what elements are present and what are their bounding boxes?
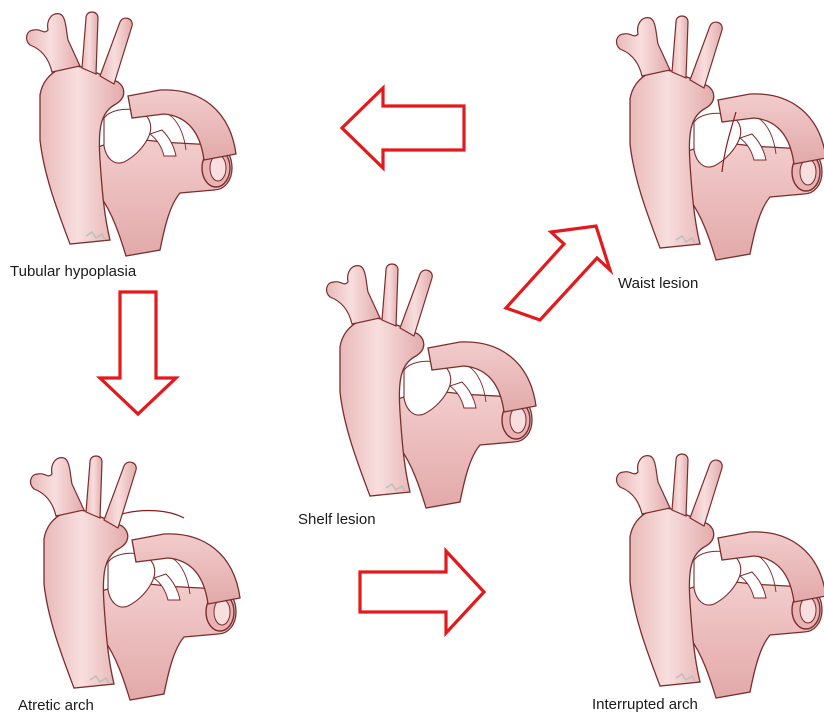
interrupted-arch-illustration xyxy=(617,454,824,698)
label-atretic-arch: Atretic arch xyxy=(18,697,94,714)
label-interrupted-arch: Interrupted arch xyxy=(592,696,698,713)
arrow-to-atretic xyxy=(100,292,176,414)
label-shelf-lesion: Shelf lesion xyxy=(298,511,376,528)
shelf-lesion-illustration xyxy=(327,264,536,508)
tubular-hypoplasia-illustration xyxy=(27,12,236,256)
arrow-to-tubular xyxy=(342,88,464,168)
arrow-to-waist xyxy=(506,226,610,320)
atretic-arch-illustration xyxy=(31,456,240,700)
label-tubular-hypoplasia: Tubular hypoplasia xyxy=(10,263,136,280)
arrow-to-interrupted xyxy=(360,551,484,633)
waist-lesion-illustration xyxy=(617,16,824,260)
label-waist-lesion: Waist lesion xyxy=(618,275,698,292)
